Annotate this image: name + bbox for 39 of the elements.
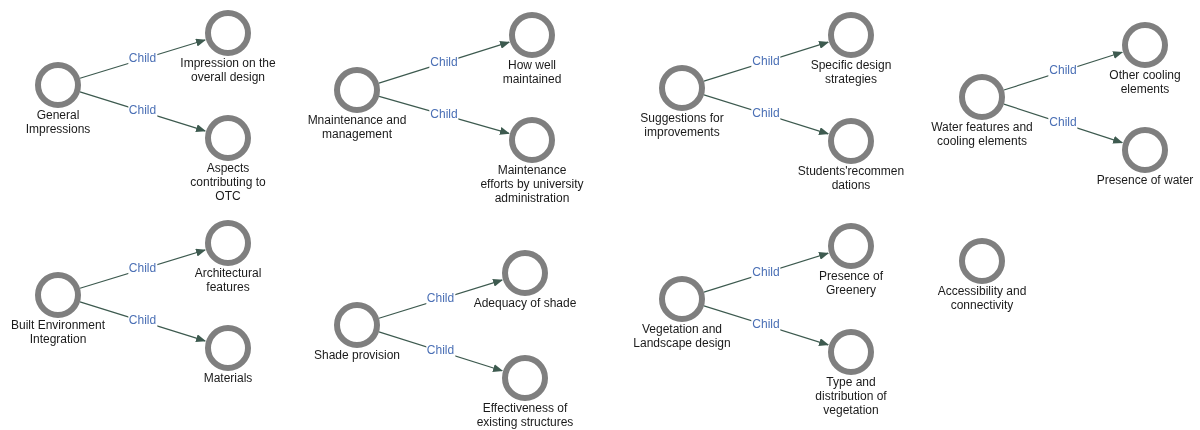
node-label: Materials (203, 372, 253, 386)
node-label: Vegetation and Landscape design (632, 323, 732, 351)
node-label: Effectiveness of existing structures (475, 402, 575, 430)
edge-label: Child (127, 104, 158, 118)
node-label: Presence of water (1096, 174, 1194, 188)
edge-label: Child (751, 107, 781, 121)
edge-label: Child (751, 55, 781, 69)
edge-label: Child (1048, 64, 1078, 78)
edge-label: Child (1048, 116, 1078, 130)
edge-label: Child (127, 52, 158, 66)
edge-label: Child (425, 292, 456, 306)
node-label: Type and distribution of vegetation (814, 376, 888, 418)
node-label: General Impressions (24, 109, 92, 137)
edge-label: Child (127, 262, 158, 276)
edge-label: Child (425, 344, 456, 358)
topic-node (305, 67, 409, 142)
node-label: Impression on the overall design (179, 57, 277, 85)
edge-label: Child (127, 314, 158, 328)
node-label: Built Environment Integration (9, 319, 106, 347)
node-label: Students'recommen dations (797, 165, 905, 193)
node-label: Mnaintenance and management (306, 114, 408, 142)
node-label: Aspects contributing to OTC (189, 162, 267, 204)
node-label: Adequacy of shade (473, 297, 577, 311)
node-label: Suggestions for improvements (639, 112, 725, 140)
edge-label: Child (751, 266, 781, 280)
node-label: Accessibility and connectivity (936, 285, 1028, 313)
node-label: Architectural features (193, 267, 263, 295)
edge-label: Child (429, 108, 459, 122)
node-label: Specific design strategies (809, 59, 893, 87)
node-label: Shade provision (313, 349, 401, 363)
edge-label: Child (429, 56, 459, 70)
node-label: Water features and cooling elements (930, 121, 1034, 149)
node-label: Maintenance efforts by university administration (480, 164, 584, 206)
topic-node (473, 250, 577, 311)
edge-label: Child (751, 318, 781, 332)
node-label: How well maintained (501, 59, 563, 87)
node-label: Other cooling elements (1108, 69, 1182, 97)
topic-node (930, 74, 1034, 149)
node-label: Presence of Greenery (817, 270, 884, 298)
